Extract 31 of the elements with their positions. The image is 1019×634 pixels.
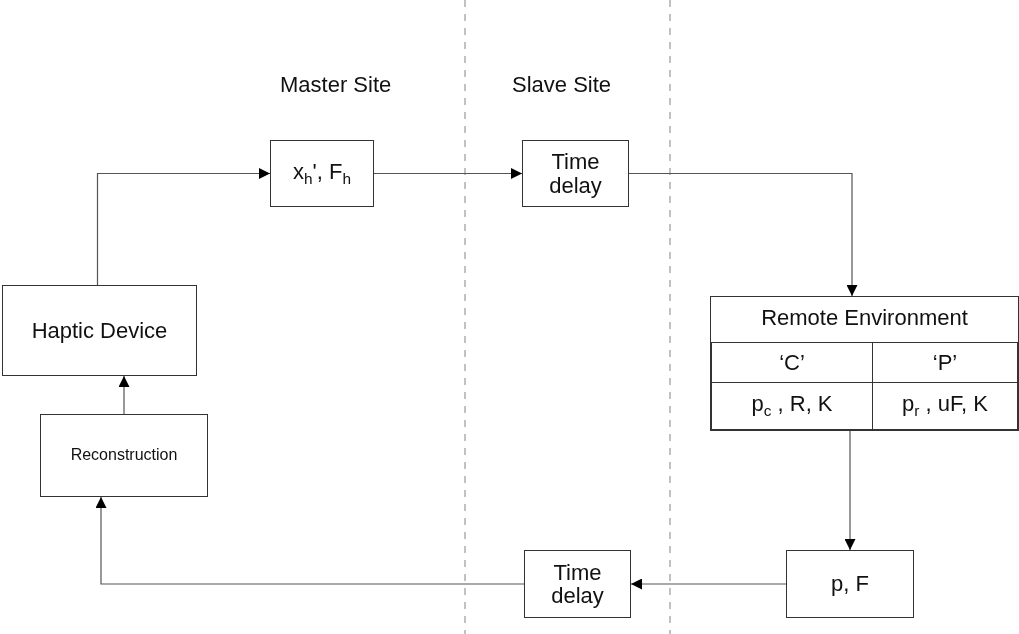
box-label: ‘P’ — [932, 350, 958, 375]
process-box — [710, 296, 1019, 431]
table-cell — [872, 382, 1018, 430]
box-label: Reconstruction — [70, 447, 178, 464]
box-label: p, F — [831, 572, 869, 596]
box-label: ‘C’ — [779, 350, 805, 375]
process-box — [522, 140, 629, 207]
box-label: Haptic Device — [31, 318, 168, 343]
arrow — [118, 375, 130, 415]
arrow — [96, 168, 271, 286]
arrow — [95, 496, 525, 585]
table-cell — [872, 342, 1018, 383]
box-label: x$_{h}$', F$_{h}$ — [293, 159, 351, 188]
site-heading: Master Site — [280, 72, 392, 98]
process-box — [2, 285, 197, 376]
box-label: p$_{r}$ , uF, K — [902, 392, 988, 420]
arrow — [628, 172, 858, 297]
table-cell — [711, 342, 873, 383]
box-label: p$_{c}$ , R, K — [751, 392, 833, 420]
process-box — [40, 414, 208, 497]
table-header: Remote Environment — [761, 306, 968, 330]
site-heading: Slave Site — [512, 72, 612, 98]
arrow — [844, 430, 856, 551]
process-box — [270, 140, 374, 207]
process-box — [786, 550, 914, 618]
table-cell — [711, 382, 873, 430]
process-box — [524, 550, 631, 618]
box-label: Time delay — [550, 560, 605, 608]
arrow — [373, 168, 523, 179]
box-label: Time delay — [548, 150, 603, 197]
arrow — [630, 578, 787, 590]
